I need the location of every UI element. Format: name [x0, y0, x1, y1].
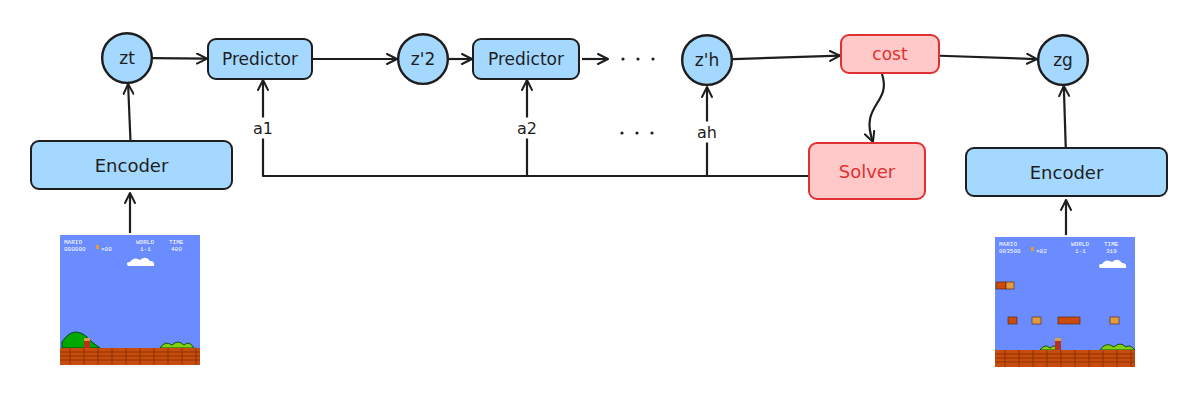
game-hud-text: TIME	[1104, 242, 1118, 248]
predictor-box: Predictor	[472, 38, 580, 80]
encoder-box: Encoder	[965, 147, 1168, 197]
flow-arrow	[263, 80, 808, 176]
action-label: a1	[251, 118, 275, 139]
game-hud-text: MARIO	[999, 242, 1017, 248]
cost-box: cost	[840, 34, 940, 74]
latent-state: z'h	[680, 33, 734, 87]
game-hud-text: 1-1	[140, 247, 151, 253]
node-text: z'2	[411, 49, 435, 69]
game-screenshot	[995, 237, 1135, 367]
game-hud-text: WORLD	[1071, 242, 1089, 248]
game-hud-text: 400	[171, 247, 182, 253]
flow-arrow	[940, 56, 1037, 59]
node-text: Encoder	[95, 155, 169, 176]
rollout-stub	[582, 58, 608, 60]
latent-state: z'2	[396, 32, 450, 86]
flow-arrow	[707, 87, 808, 176]
input-arrow	[1065, 200, 1067, 235]
solver-box: Solver	[808, 142, 926, 200]
game-hud-text: WORLD	[136, 240, 154, 246]
node-text: Predictor	[222, 49, 298, 69]
flow-arrow	[527, 80, 808, 176]
game-hud-text: 319	[1106, 249, 1117, 255]
flow-arrow	[449, 58, 472, 60]
game-hud-text: 000000	[64, 247, 86, 253]
game-hud-text: 003500	[999, 249, 1021, 255]
node-text: cost	[872, 44, 907, 64]
action-label: a2	[515, 118, 539, 139]
action-label: ah	[695, 121, 719, 142]
node-text: Encoder	[1030, 162, 1104, 183]
node-text: Solver	[839, 161, 896, 182]
flow-arrow	[128, 84, 130, 140]
predictor-box: Predictor	[207, 38, 313, 80]
flow-arrow	[733, 56, 840, 60]
game-hud-text: MARIO	[64, 240, 82, 246]
node-text: Predictor	[488, 49, 564, 69]
flow-arrow	[313, 58, 397, 60]
node-text: zt	[119, 48, 135, 68]
encoder-box: Encoder	[30, 140, 233, 190]
goal-state: zg	[1036, 33, 1090, 87]
latent-state: zt	[100, 31, 154, 85]
ellipsis-dots	[620, 131, 653, 134]
flow-arrow	[869, 74, 883, 142]
game-hud-text: 1-1	[1075, 249, 1086, 255]
node-text: z'h	[695, 50, 719, 70]
game-hud-text: ×00	[101, 247, 112, 253]
input-arrow	[129, 193, 131, 233]
node-text: zg	[1053, 50, 1073, 70]
game-screenshot	[60, 235, 200, 365]
flow-arrow	[153, 57, 207, 60]
ellipsis-dots	[621, 57, 654, 60]
game-hud-text: TIME	[169, 240, 183, 246]
game-hud-text: ×02	[1036, 249, 1047, 255]
flow-arrow	[1064, 86, 1066, 147]
